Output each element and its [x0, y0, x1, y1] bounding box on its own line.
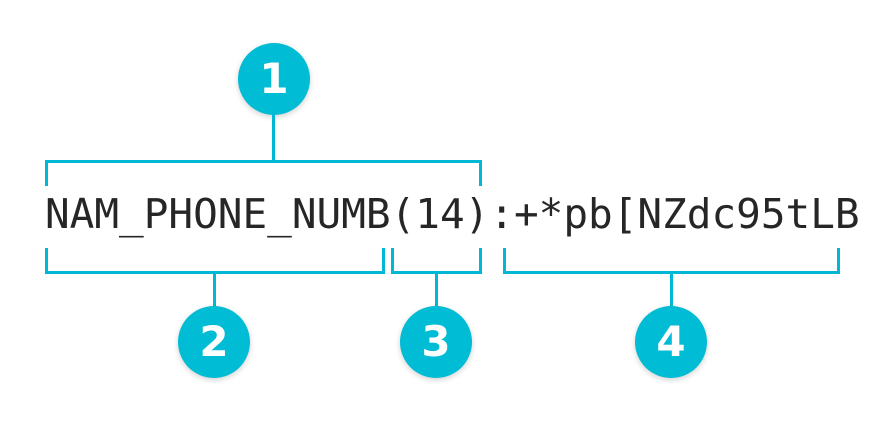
- callout-badge-1[interactable]: 1: [238, 43, 310, 115]
- callout-badge-2[interactable]: 2: [178, 306, 250, 378]
- span-bracket-3: [391, 248, 482, 274]
- callout-stem-3: [435, 272, 438, 314]
- callout-stem-1: [272, 112, 275, 162]
- callout-badge-1-label: 1: [259, 54, 289, 103]
- span-bracket-2: [45, 248, 385, 274]
- callout-badge-2-label: 2: [199, 317, 229, 366]
- callout-badge-4[interactable]: 4: [635, 306, 707, 378]
- callout-stem-2: [213, 272, 216, 314]
- callout-badge-3[interactable]: 3: [400, 306, 472, 378]
- code-string: NAM_PHONE_NUMB(14):+*pb[NZdc95tLB: [45, 190, 860, 238]
- span-bracket-1: [45, 160, 482, 186]
- callout-stem-4: [670, 272, 673, 314]
- span-bracket-4: [503, 248, 840, 274]
- callout-badge-3-label: 3: [421, 317, 451, 366]
- callout-badge-4-label: 4: [656, 317, 686, 366]
